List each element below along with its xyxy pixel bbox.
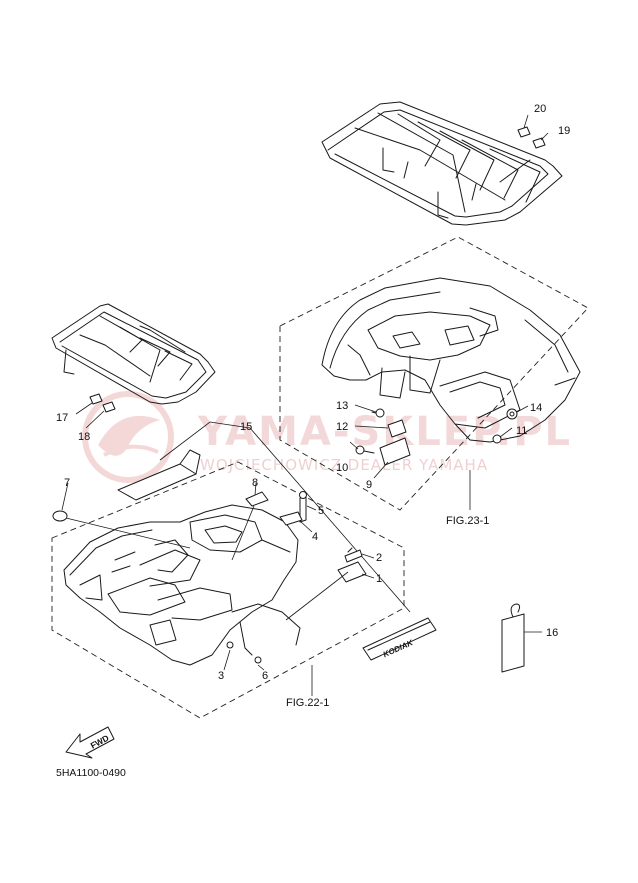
callout-16: 16	[546, 627, 558, 639]
callout-4: 4	[312, 531, 318, 543]
callout-13: 13	[336, 400, 348, 412]
front-fender	[63, 504, 301, 666]
callout-10: 10	[336, 462, 348, 474]
fig-ref-rear: FIG.23-1	[446, 515, 489, 527]
fig-ref-front: FIG.22-1	[286, 697, 329, 709]
callout-17: 17	[56, 412, 68, 424]
rear-fender	[321, 277, 581, 443]
callout-9: 9	[366, 479, 372, 491]
callout-1: 1	[376, 573, 382, 585]
protector-strip	[117, 421, 411, 613]
rear-small-parts	[355, 408, 518, 466]
forward-arrow-icon: FWD	[65, 726, 115, 759]
callout-3: 3	[218, 670, 224, 682]
rack-label-parts	[517, 114, 549, 149]
callout-11: 11	[516, 425, 527, 437]
callout-19: 19	[558, 125, 570, 137]
front-rack-label-parts	[75, 393, 116, 429]
callout-20: 20	[534, 103, 546, 115]
callout-18: 18	[78, 431, 90, 443]
callout-7: 7	[64, 477, 70, 489]
diagram-code: 5HA1100-0490	[56, 767, 126, 779]
front-carrier-rack	[51, 303, 216, 405]
front-fender-boundary	[51, 461, 405, 719]
rear-carrier-rack	[321, 101, 563, 226]
callout-12: 12	[336, 421, 348, 433]
callout-14: 14	[530, 402, 542, 414]
callout-15: 15	[240, 421, 252, 433]
watermark-line2: WOJCIECHOWICZ DEALER YAMAHA	[200, 456, 488, 474]
callout-5: 5	[318, 505, 324, 517]
callout-8: 8	[252, 477, 258, 489]
watermark-logo-icon	[82, 391, 174, 483]
front-small-parts	[52, 482, 375, 696]
callout-6: 6	[262, 670, 268, 682]
callout-2: 2	[376, 552, 382, 564]
callout-labels: 20 19 13 12 10 9 14 11 17 18 15 7 8 5 4 …	[56, 103, 570, 682]
warning-tag	[501, 603, 542, 673]
rear-leaders	[349, 404, 529, 510]
rear-fender-boundary	[279, 236, 589, 511]
